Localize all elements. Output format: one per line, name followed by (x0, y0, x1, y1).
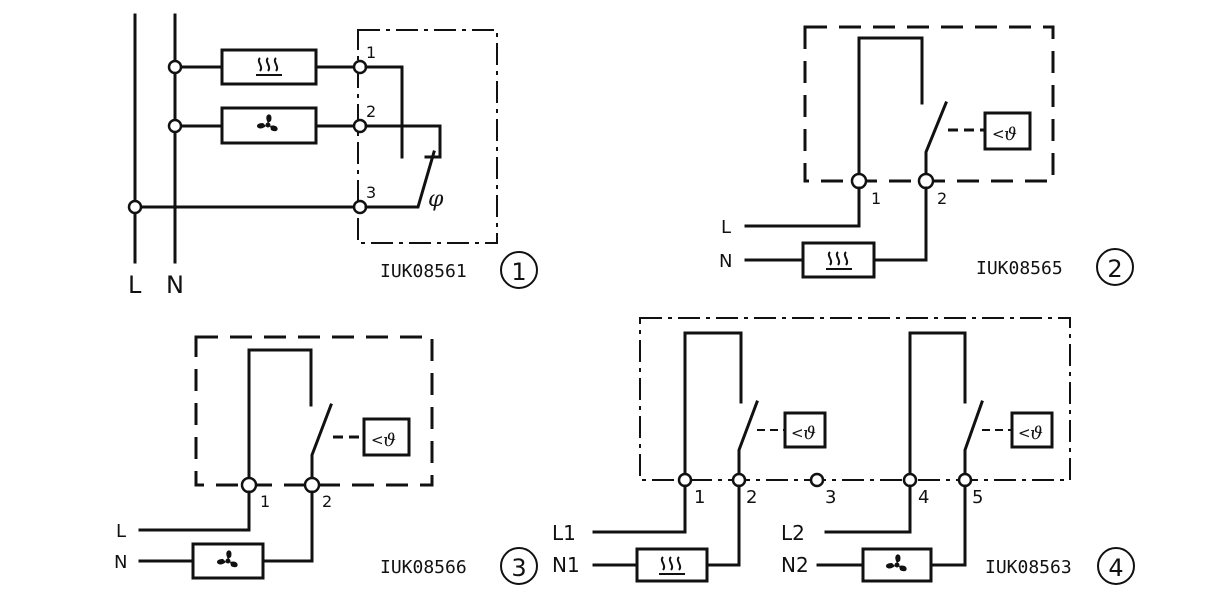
heater-element (635, 547, 709, 583)
temperature-sensor-icon (1018, 423, 1043, 444)
terminal-2-label: 2 (746, 487, 757, 508)
rail-l-label: L (128, 271, 142, 299)
supply-l-label: L (116, 521, 126, 542)
temperature-sensor-icon (791, 423, 816, 444)
terminal-2 (352, 118, 368, 134)
terminal-3-label: 3 (825, 487, 836, 508)
diagram-1-code: IUK08561 (380, 261, 467, 282)
contact-blade (310, 403, 333, 487)
supply-l2-label: L2 (781, 521, 805, 545)
diagram-4-number-circle (1097, 547, 1135, 585)
load-wire (929, 484, 967, 567)
terminal-1 (240, 476, 258, 494)
contact-blade (963, 400, 984, 482)
diagram-3: 1 2 L N IUK08566 3 (114, 335, 538, 585)
thermostat-enclosure (803, 25, 1055, 183)
terminal-3 (352, 199, 368, 215)
temperature-sensor-icon (992, 124, 1017, 145)
terminal-4 (902, 472, 918, 488)
terminal-1 (677, 472, 693, 488)
terminal-1 (850, 172, 868, 190)
supply-l1-wire (592, 484, 687, 534)
junction (167, 59, 183, 75)
contact-blade (364, 150, 436, 209)
load-wire (261, 490, 314, 563)
terminal-2-label: 2 (366, 102, 376, 121)
contact-blade (924, 101, 948, 183)
diagram-2-code: IUK08565 (976, 258, 1063, 279)
diagram-3-number: 3 (511, 554, 526, 582)
diagram-1-number-circle (500, 251, 538, 289)
load-wire (705, 484, 741, 567)
terminal-1-label: 1 (694, 487, 705, 508)
supply-l2-wire (824, 484, 912, 534)
terminal-5-label: 5 (972, 487, 983, 508)
junction (127, 199, 143, 215)
terminal-1-label: 1 (260, 492, 270, 511)
supply-l1-label: L1 (552, 521, 576, 545)
supply-l-wire (744, 186, 861, 228)
terminal-4-label: 4 (918, 487, 929, 508)
diagram-4-number: 4 (1108, 554, 1123, 582)
supply-l-wire (138, 490, 251, 532)
junction (167, 118, 183, 134)
thermostat-symbol: φ (428, 187, 444, 212)
diagram-3-code: IUK08566 (380, 557, 467, 578)
contact-blade (737, 400, 759, 482)
terminal-2 (917, 172, 935, 190)
terminal-2-label: 2 (937, 189, 947, 208)
terminal-3-label: 3 (366, 183, 376, 202)
diagram-4: 1 2 3 4 5 L1 N1 L2 N2 IUK08563 4 (552, 317, 1135, 585)
supply-n-label: N (719, 251, 732, 272)
rail-n-label: N (166, 271, 184, 299)
terminal-3 (809, 472, 825, 488)
terminal-1 (352, 59, 368, 75)
supply-n-label: N (114, 552, 127, 573)
internal-wiring (683, 331, 743, 482)
internal-wiring (908, 331, 967, 482)
thermostat-enclosure (357, 29, 498, 244)
diagram-1-number: 1 (511, 258, 526, 286)
supply-l-label: L (721, 217, 731, 238)
diagram-3-number-circle (500, 547, 538, 585)
terminal-1-label: 1 (366, 43, 376, 62)
internal-wiring (857, 36, 924, 183)
load-wire (872, 186, 928, 262)
temperature-sensor-icon (371, 430, 396, 451)
internal-wiring (247, 348, 313, 487)
diagram-4-code: IUK08563 (985, 557, 1072, 578)
diagram-2-number-circle (1096, 248, 1134, 286)
terminal-5 (957, 472, 973, 488)
diagram-2-number: 2 (1107, 255, 1122, 283)
terminal-2 (303, 476, 321, 494)
terminal-2 (731, 472, 747, 488)
diagram-1: L N 1 2 3 φ IUK08561 1 (127, 13, 538, 299)
terminal-1-label: 1 (871, 189, 881, 208)
thermostat-enclosure (194, 335, 434, 487)
supply-n1-label: N1 (552, 553, 580, 577)
diagram-2: 1 2 L N IUK08565 2 (719, 25, 1134, 286)
thermostat-enclosure (639, 317, 1071, 481)
terminal-2-label: 2 (322, 492, 332, 511)
supply-n2-label: N2 (781, 553, 809, 577)
